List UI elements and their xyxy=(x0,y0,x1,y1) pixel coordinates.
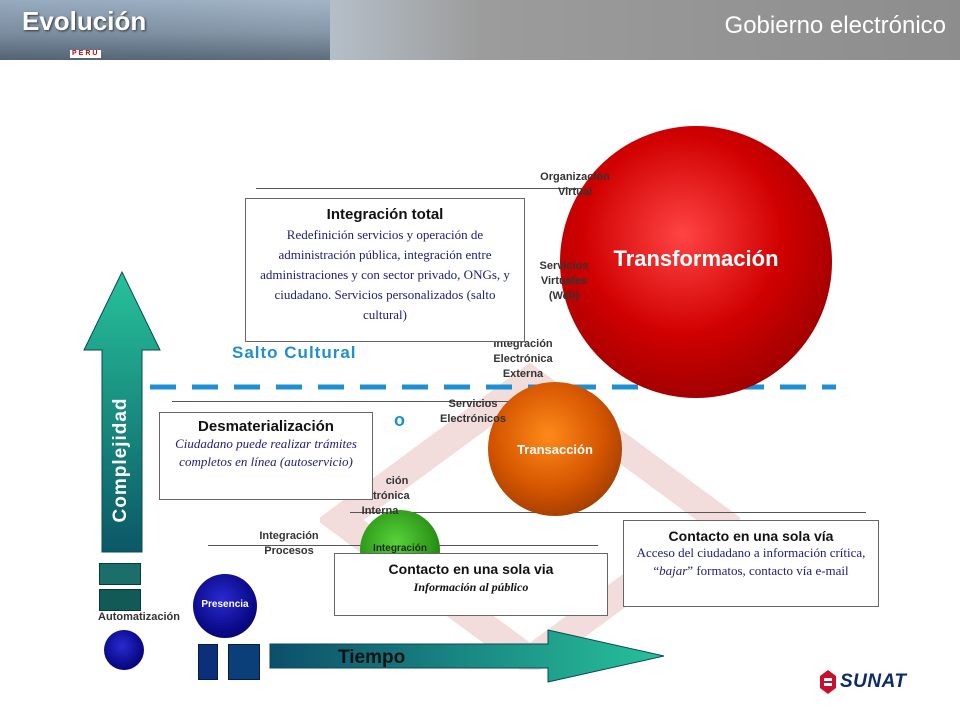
y-axis-label: Complejidad xyxy=(110,397,131,523)
integracion-total-title: Integración total xyxy=(326,206,444,223)
sunat-logo-icon xyxy=(820,670,836,694)
time-step-2 xyxy=(228,644,260,680)
country-tag: PERU xyxy=(70,50,102,58)
x-axis-label: Tiempo xyxy=(338,647,406,668)
section-title: Gobierno electrónico xyxy=(724,12,946,39)
integracion-total-box: Integración total Redefinición servicios… xyxy=(245,198,525,342)
header-photo xyxy=(0,0,330,60)
partial-label: o xyxy=(394,410,405,430)
complexity-step-2 xyxy=(99,589,141,611)
desmaterializacion-body: Ciudadano puede realizar trámites comple… xyxy=(175,436,357,469)
contacto-via-body: Información al público xyxy=(413,580,529,594)
integracion-total-body: Redefinición servicios y operación de ad… xyxy=(260,227,510,322)
presencia-label: Presencia xyxy=(201,599,249,610)
guide-line-servicios xyxy=(172,401,528,402)
presencia-circle xyxy=(193,574,257,638)
contacto-via-box: Contacto en una sola via Información al … xyxy=(334,553,608,616)
sunat-logo-text: SUNAT xyxy=(840,671,907,692)
desmaterializacion-box: Desmaterialización Ciudadano puede reali… xyxy=(159,412,373,500)
contacto-via-title: Contacto en una sola via xyxy=(388,561,554,577)
automatizacion-label: Automatización xyxy=(98,611,180,623)
contacto-via-acento-body: Acceso del ciudadano a información críti… xyxy=(636,545,866,578)
automatizacion-circle xyxy=(104,630,144,670)
page-title: Evolución xyxy=(22,6,147,36)
integracion-label: Integración xyxy=(373,543,427,554)
contacto-via-acento-title: Contacto en una sola vía xyxy=(668,528,834,544)
guide-line-interna xyxy=(350,512,866,513)
transaccion-circle xyxy=(488,382,622,516)
contacto-via-acento-box: Contacto en una sola vía Acceso del ciud… xyxy=(623,520,879,607)
transaccion-label: Transacción xyxy=(517,442,593,457)
complexity-arrow xyxy=(83,270,161,553)
desmaterializacion-title: Desmaterialización xyxy=(198,418,334,435)
salto-cultural-label: Salto Cultural xyxy=(232,343,357,362)
time-arrow xyxy=(269,629,665,683)
complexity-step-1 xyxy=(99,563,141,585)
guide-line-organizacion xyxy=(256,188,592,189)
transformacion-circle xyxy=(560,126,832,398)
transformacion-label: Transformación xyxy=(613,246,779,271)
time-step-1 xyxy=(198,644,218,680)
